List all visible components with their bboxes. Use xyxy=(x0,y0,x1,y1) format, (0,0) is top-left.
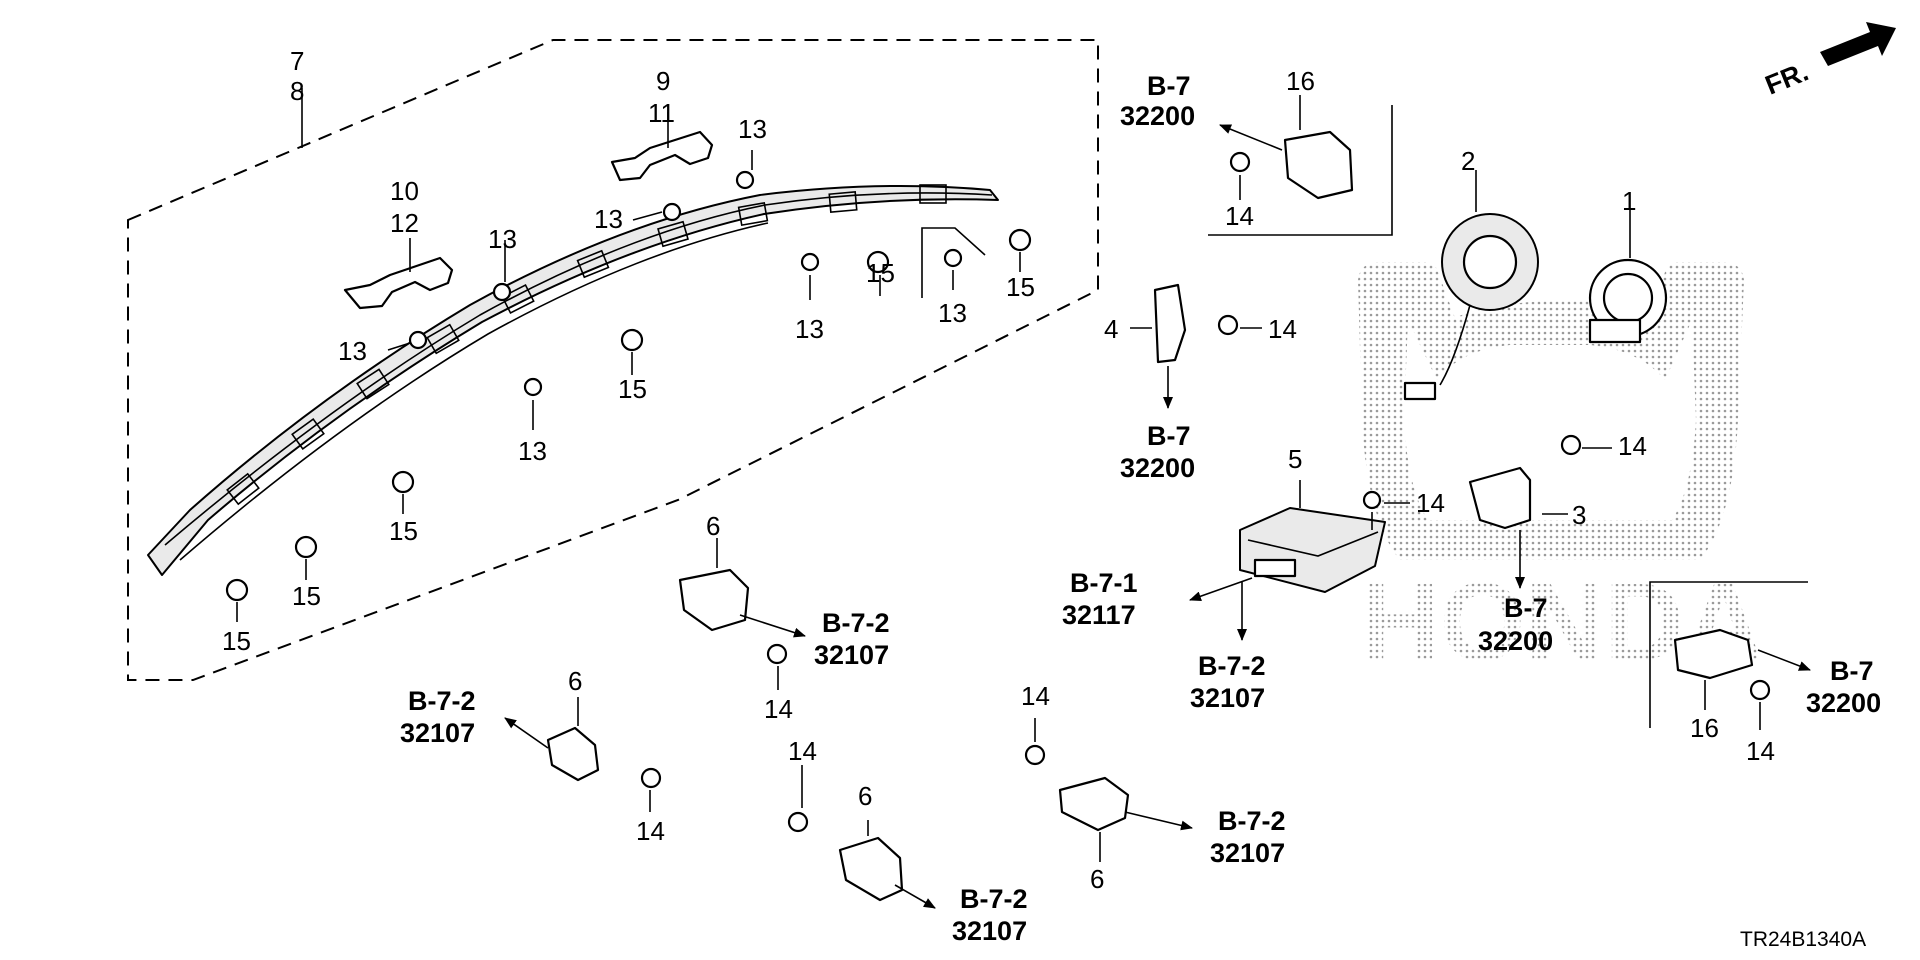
part-label-13-a: 13 xyxy=(738,114,767,144)
bracket-3 xyxy=(1468,466,1532,530)
part-label-6-b: 6 xyxy=(568,666,582,696)
ref-32107-c: 32107 xyxy=(400,718,475,748)
ref-32200-a: 32200 xyxy=(1120,101,1195,131)
part-label-2: 2 xyxy=(1461,146,1475,176)
ref-32107-b: 32107 xyxy=(814,640,889,670)
ref-b72-d: B-7-2 xyxy=(1218,806,1286,836)
part-label-15-c: 15 xyxy=(618,374,647,404)
part-label-1: 1 xyxy=(1622,186,1636,216)
ref-b72-e: B-7-2 xyxy=(960,884,1028,914)
part-label-5: 5 xyxy=(1288,444,1302,474)
part-label-16-a: 16 xyxy=(1286,66,1315,96)
part-label-10: 10 xyxy=(390,176,419,206)
ref-b72-c: B-7-2 xyxy=(408,686,476,716)
ref-32107-e: 32107 xyxy=(952,916,1027,946)
srs-unit-5 xyxy=(1239,507,1386,593)
part-label-14-d: 14 xyxy=(1416,488,1445,518)
part-label-14-g: 14 xyxy=(636,816,665,846)
steering-sensor-1 xyxy=(1588,258,1668,344)
side-sensor-6-center xyxy=(678,568,750,632)
ref-32107-a: 32107 xyxy=(1190,683,1265,713)
part-label-15-a: 15 xyxy=(866,258,895,288)
ref-b7-d: B-7 xyxy=(1830,656,1874,686)
bracket-9-11 xyxy=(610,130,714,182)
curtain-airbag-panel-outline xyxy=(127,39,1099,681)
ref-b71: B-7-1 xyxy=(1070,568,1138,598)
part-label-13-g: 13 xyxy=(938,298,967,328)
part-label-3: 3 xyxy=(1572,500,1586,530)
ref-b7-a: B-7 xyxy=(1147,71,1191,101)
part-label-13-b: 13 xyxy=(594,204,623,234)
part-label-7: 7 xyxy=(290,46,304,76)
part-label-14-b: 14 xyxy=(1268,314,1297,344)
part-label-13-c: 13 xyxy=(488,224,517,254)
part-label-6-d: 6 xyxy=(1090,864,1104,894)
part-label-12: 12 xyxy=(390,208,419,238)
part-label-6-a: 6 xyxy=(706,511,720,541)
part-label-8: 8 xyxy=(290,76,304,106)
clockspring-2 xyxy=(1403,213,1539,401)
ref-b72-a: B-7-2 xyxy=(1198,651,1266,681)
part-label-15-f: 15 xyxy=(222,626,251,656)
part-label-14-c: 14 xyxy=(1618,431,1647,461)
part-label-15-e: 15 xyxy=(292,581,321,611)
front-direction-arrow-icon xyxy=(1820,22,1896,66)
part-label-15-d: 15 xyxy=(389,516,418,546)
part-label-15-b: 15 xyxy=(1006,272,1035,302)
side-sensor-6-right xyxy=(1058,776,1130,832)
drawing-code: TR24B1340A xyxy=(1740,928,1866,951)
part-label-14-i: 14 xyxy=(1021,681,1050,711)
front-indicator-label: FR. xyxy=(1761,56,1813,100)
part-label-16-b: 16 xyxy=(1690,713,1719,743)
part-label-11: 11 xyxy=(648,98,675,128)
part-label-14-f: 14 xyxy=(764,694,793,724)
part-label-13-e: 13 xyxy=(518,436,547,466)
ref-32200-b: 32200 xyxy=(1120,453,1195,483)
bolt-15-group xyxy=(225,228,1032,602)
honda-watermark-logo: HONDA xyxy=(1358,262,1763,684)
ref-32117: 32117 xyxy=(1062,600,1136,630)
part-label-9: 9 xyxy=(656,66,670,96)
ref-b7-c: B-7 xyxy=(1504,593,1548,623)
side-sensor-6-left xyxy=(546,726,600,782)
part-label-13-f: 13 xyxy=(795,314,824,344)
part-label-4: 4 xyxy=(1104,314,1118,344)
curtain-leaders xyxy=(236,88,1021,622)
ref-32200-d: 32200 xyxy=(1806,688,1881,718)
clip-13-group xyxy=(408,170,963,397)
ref-b7-b: B-7 xyxy=(1147,421,1191,451)
bracket-10-12 xyxy=(343,256,454,310)
sensor-16-upper xyxy=(1283,130,1354,200)
side-sensor-6-bottom xyxy=(838,836,904,902)
part-label-14-e: 14 xyxy=(1746,736,1775,766)
sensor-4 xyxy=(1153,283,1187,364)
part-label-6-c: 6 xyxy=(858,781,872,811)
sensor-16-lower xyxy=(1673,628,1754,680)
part-label-14-h: 14 xyxy=(788,736,817,766)
curtain-airbag xyxy=(147,184,999,576)
part-label-13-d: 13 xyxy=(338,336,367,366)
ref-32107-d: 32107 xyxy=(1210,838,1285,868)
ref-32200-c: 32200 xyxy=(1478,626,1553,656)
part-label-14-a: 14 xyxy=(1225,201,1254,231)
ref-b72-b: B-7-2 xyxy=(822,608,890,638)
